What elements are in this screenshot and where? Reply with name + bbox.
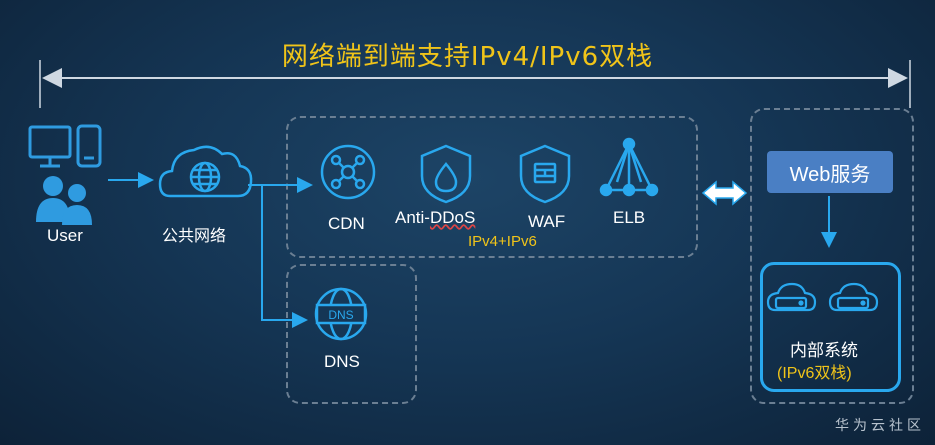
security-services-group bbox=[286, 116, 698, 258]
users-icon bbox=[36, 176, 92, 225]
internal-system-label: 内部系统 bbox=[790, 341, 858, 360]
server-cloud-icon bbox=[828, 282, 879, 312]
dns-globe-icon: DNS bbox=[314, 287, 368, 341]
connectors bbox=[108, 172, 837, 328]
anti-ddos-prefix: Anti- bbox=[395, 208, 430, 227]
desktop-icon bbox=[28, 125, 72, 168]
internal-system-stack-label: (IPv6双栈) bbox=[777, 365, 852, 382]
public-network-label: 公共网络 bbox=[162, 228, 227, 245]
elb-icon bbox=[599, 137, 659, 197]
phone-icon bbox=[76, 124, 102, 168]
user-label: User bbox=[47, 226, 83, 245]
web-service-box: Web服务 bbox=[767, 151, 893, 193]
dns-group bbox=[286, 264, 417, 404]
anti-ddos-suffix: DDoS bbox=[429, 208, 476, 227]
cdn-icon bbox=[320, 144, 376, 200]
cloud-globe-icon bbox=[158, 145, 253, 198]
dns-label: DNS bbox=[324, 352, 360, 371]
internal-system-box bbox=[760, 262, 901, 392]
backend-group bbox=[750, 108, 914, 404]
watermark: 华为云社区 bbox=[835, 418, 925, 434]
anti-ddos-shield-icon bbox=[420, 144, 472, 204]
cdn-label: CDN bbox=[328, 214, 365, 233]
span-arrow bbox=[39, 60, 911, 108]
svg-text:DNS: DNS bbox=[328, 308, 353, 322]
waf-shield-icon bbox=[519, 144, 571, 204]
diagram-title: 网络端到端支持IPv4/IPv6双栈 bbox=[281, 42, 654, 72]
waf-label: WAF bbox=[528, 212, 566, 231]
protocol-label: IPv4+IPv6 bbox=[468, 233, 537, 250]
anti-ddos-label: Anti-DDoS bbox=[395, 208, 475, 228]
elb-label: ELB bbox=[613, 208, 646, 227]
bidirectional-arrow bbox=[701, 180, 748, 206]
server-cloud-icon bbox=[766, 282, 817, 312]
